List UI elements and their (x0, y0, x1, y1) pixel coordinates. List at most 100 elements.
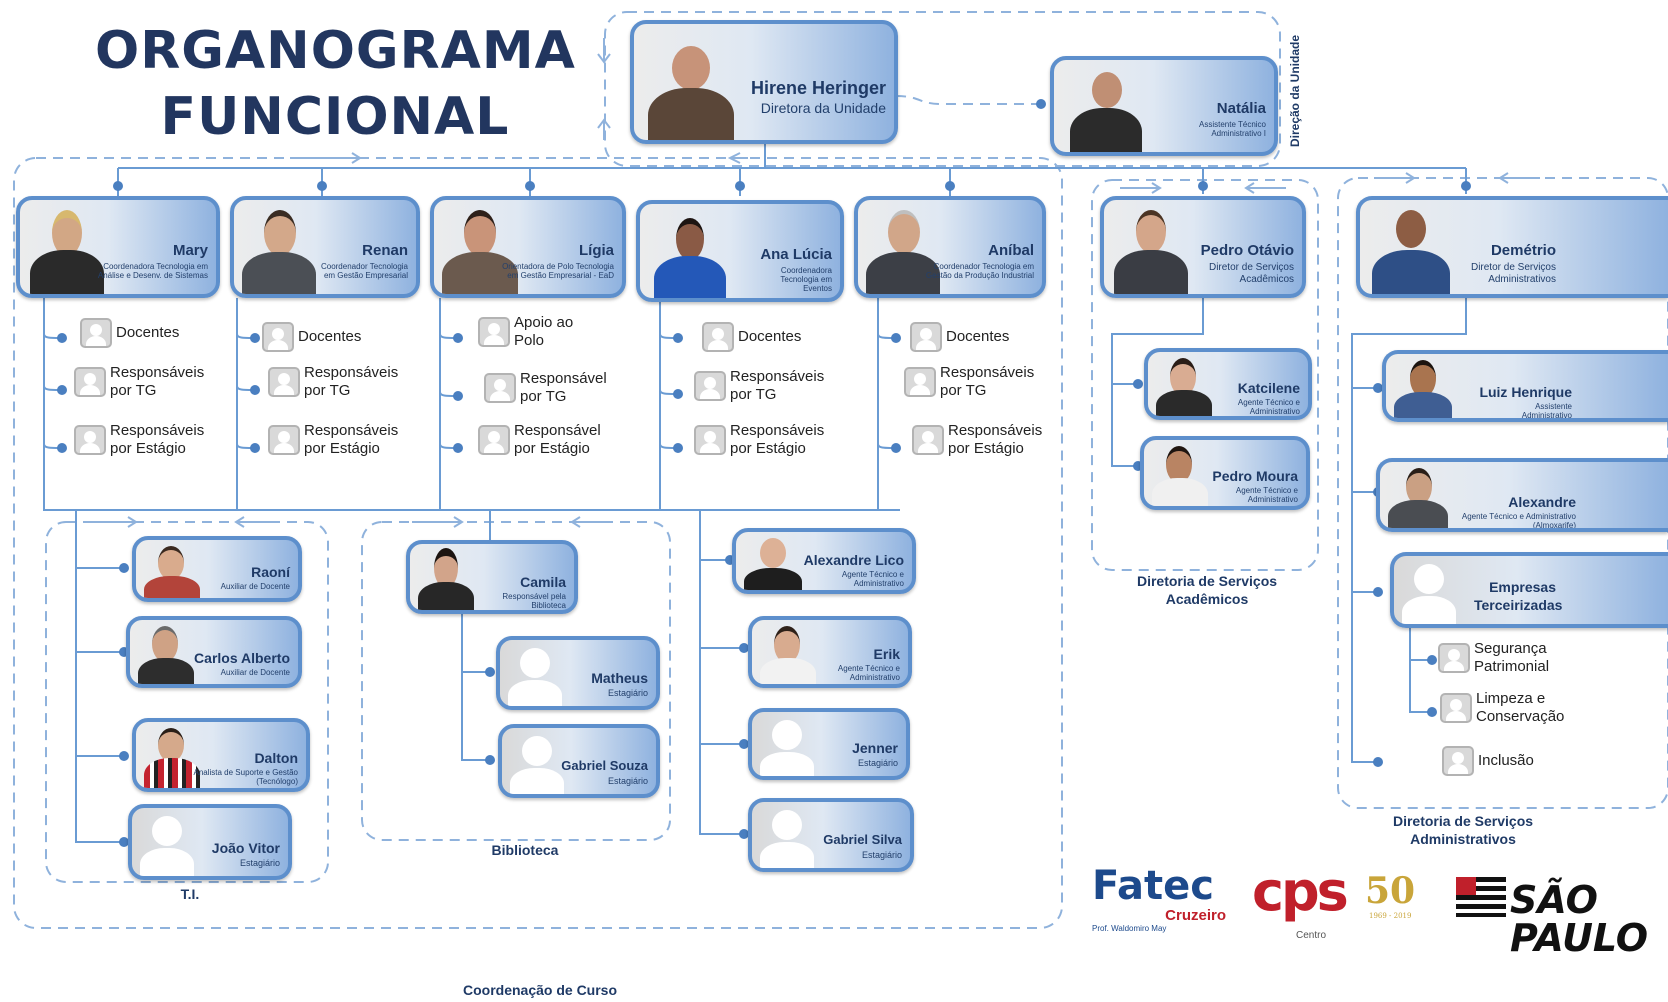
person-card-carlos-alberto: Carlos Alberto Auxiliar de Docente (126, 616, 302, 688)
person-card-demetrio: Demétrio Diretor de Serviços Administrat… (1356, 196, 1668, 298)
avatar (136, 722, 206, 788)
person-name: Jenner (852, 740, 898, 756)
avatar (500, 640, 570, 706)
person-placeholder-icon (694, 371, 726, 401)
academic-group-frame (1091, 179, 1319, 571)
ti-group-label: T.I. (180, 886, 200, 902)
list-item: Responsáveis por TG (74, 364, 220, 400)
person-role: Estagiário (607, 776, 648, 786)
person-role: Assistente Técnico Administrativo I (1199, 120, 1266, 139)
person-placeholder-icon (478, 317, 510, 347)
list-item: Responsáveis por Estágio (268, 422, 414, 458)
person-placeholder-icon (262, 322, 294, 352)
person-name: Katcilene (1237, 380, 1300, 396)
title-line-1: ORGANOGRAMA (95, 21, 576, 81)
avatar (132, 808, 202, 876)
person-role: Coordenador Tecnologia em Gestão Empresa… (320, 262, 408, 281)
ti-group-frame (45, 521, 329, 883)
list-item: Docentes (910, 322, 1009, 352)
person-card-raoni: Raoní Auxiliar de Docente (132, 536, 302, 602)
person-card-luiz-henrique: Luiz Henrique Assistente Administrativo (1382, 350, 1668, 422)
avatar (1394, 556, 1464, 624)
list-item: Responsáveis por Estágio (74, 422, 220, 458)
person-placeholder-icon (910, 322, 942, 352)
person-placeholder-icon (268, 367, 300, 397)
person-placeholder-icon (80, 318, 112, 348)
person-name: Pedro Otávio (1200, 242, 1294, 259)
person-placeholder-icon (694, 425, 726, 455)
avatar (502, 728, 572, 794)
person-name: Matheus (591, 670, 648, 686)
person-role: Coordenadora Tecnologia em Análise e Des… (97, 262, 208, 281)
person-card-gabriel-silva: Gabriel Silva Estagiário (748, 798, 914, 872)
academic-group-label: Diretoria de Serviços Acadêmicos (1136, 573, 1278, 607)
list-item: Limpeza e Conservação (1440, 690, 1572, 726)
cps-logo: cps Centro (1252, 860, 1349, 942)
avatar (736, 532, 808, 590)
avatar (1360, 200, 1456, 294)
person-name: Renan (362, 242, 408, 259)
person-placeholder-icon (268, 425, 300, 455)
person-card-mary: Mary Coordenadora Tecnologia em Análise … (16, 196, 220, 298)
sao-paulo-flag-icon (1456, 877, 1506, 917)
avatar (640, 204, 736, 298)
person-role: Assistente Administrativo (1521, 402, 1572, 421)
person-name: Gabriel Silva (823, 832, 902, 847)
avatar (130, 620, 200, 684)
direction-label: Direção da Unidade (1288, 34, 1302, 148)
person-name: Mary (172, 242, 208, 259)
person-role: Agente Técnico e Administrativo (Almoxar… (1461, 512, 1576, 531)
avatar (634, 24, 744, 140)
library-group-label: Biblioteca (491, 842, 559, 858)
person-card-renan: Renan Coordenador Tecnologia em Gestão E… (230, 196, 420, 298)
person-placeholder-icon (74, 425, 106, 455)
person-role: Diretor de Serviços Administrativos (1470, 262, 1556, 285)
list-item: Responsáveis por Estágio (694, 422, 840, 458)
list-item: Docentes (80, 318, 179, 348)
person-card-joao-vitor: João Vitor Estagiário (128, 804, 292, 880)
avatar (20, 200, 110, 294)
person-placeholder-icon (1440, 693, 1472, 723)
person-name: Dalton (254, 750, 298, 766)
person-role: Analista de Suporte e Gestão (Tecnólogo) (193, 768, 298, 787)
person-name: Lígia (578, 242, 614, 259)
list-item: Apoio ao Polo (478, 314, 584, 350)
admin-group-label: Diretoria de Serviços Administrativos (1392, 813, 1534, 847)
person-card-ana-lucia: Ana Lúcia Coordenadora Tecnologia em Eve… (636, 200, 844, 302)
course-group-frame (13, 157, 1063, 929)
anniversary-50-logo: 50 1969 - 2019 (1365, 870, 1416, 920)
person-role: Estagiário (857, 758, 898, 768)
chart-title: ORGANOGRAMA FUNCIONAL (95, 18, 575, 150)
list-item: Segurança Patrimonial (1438, 640, 1570, 676)
person-card-dalton: Dalton Analista de Suporte e Gestão (Tec… (132, 718, 310, 792)
person-role: Agente Técnico e Administrativo (1237, 398, 1300, 417)
course-group-label: Coordenação de Curso (462, 982, 618, 998)
person-placeholder-icon (1442, 746, 1474, 776)
avatar (136, 540, 206, 598)
fatec-logo: Fatec Cruzeiro Prof. Waldomiro May (1092, 863, 1226, 933)
person-placeholder-icon (74, 367, 106, 397)
avatar (752, 620, 822, 684)
list-item: Responsáveis por TG (268, 364, 414, 400)
person-card-alexandre: Alexandre Agente Técnico e Administrativ… (1376, 458, 1668, 532)
person-name: Carlos Alberto (194, 650, 290, 666)
sao-paulo-government-logo: SÃO PAULO (1440, 855, 1668, 957)
person-card-pedro-otavio: Pedro Otávio Diretor de Serviços Acadêmi… (1100, 196, 1306, 298)
list-item: Docentes (262, 322, 361, 352)
person-name: Empresas Terceirizadas (1474, 579, 1563, 613)
person-name: Raoní (251, 564, 290, 580)
person-role: Agente Técnico e Administrativo (837, 664, 900, 683)
person-card-erik: Erik Agente Técnico e Administrativo (748, 616, 912, 688)
list-item: Responsável por TG (484, 370, 620, 406)
avatar (858, 200, 944, 294)
person-name: Luiz Henrique (1479, 384, 1572, 400)
person-role: Estagiário (607, 688, 648, 698)
person-name: Natália (1216, 100, 1266, 117)
person-card-gabriel-souza: Gabriel Souza Estagiário (498, 724, 660, 798)
person-name: João Vitor (211, 840, 280, 856)
avatar (752, 712, 822, 776)
person-role: Estagiário (239, 858, 280, 868)
person-card-ligia: Lígia Orientadora de Polo Tecnologia em … (430, 196, 626, 298)
person-name: Demétrio (1490, 242, 1556, 259)
person-role: Estagiário (861, 850, 902, 860)
